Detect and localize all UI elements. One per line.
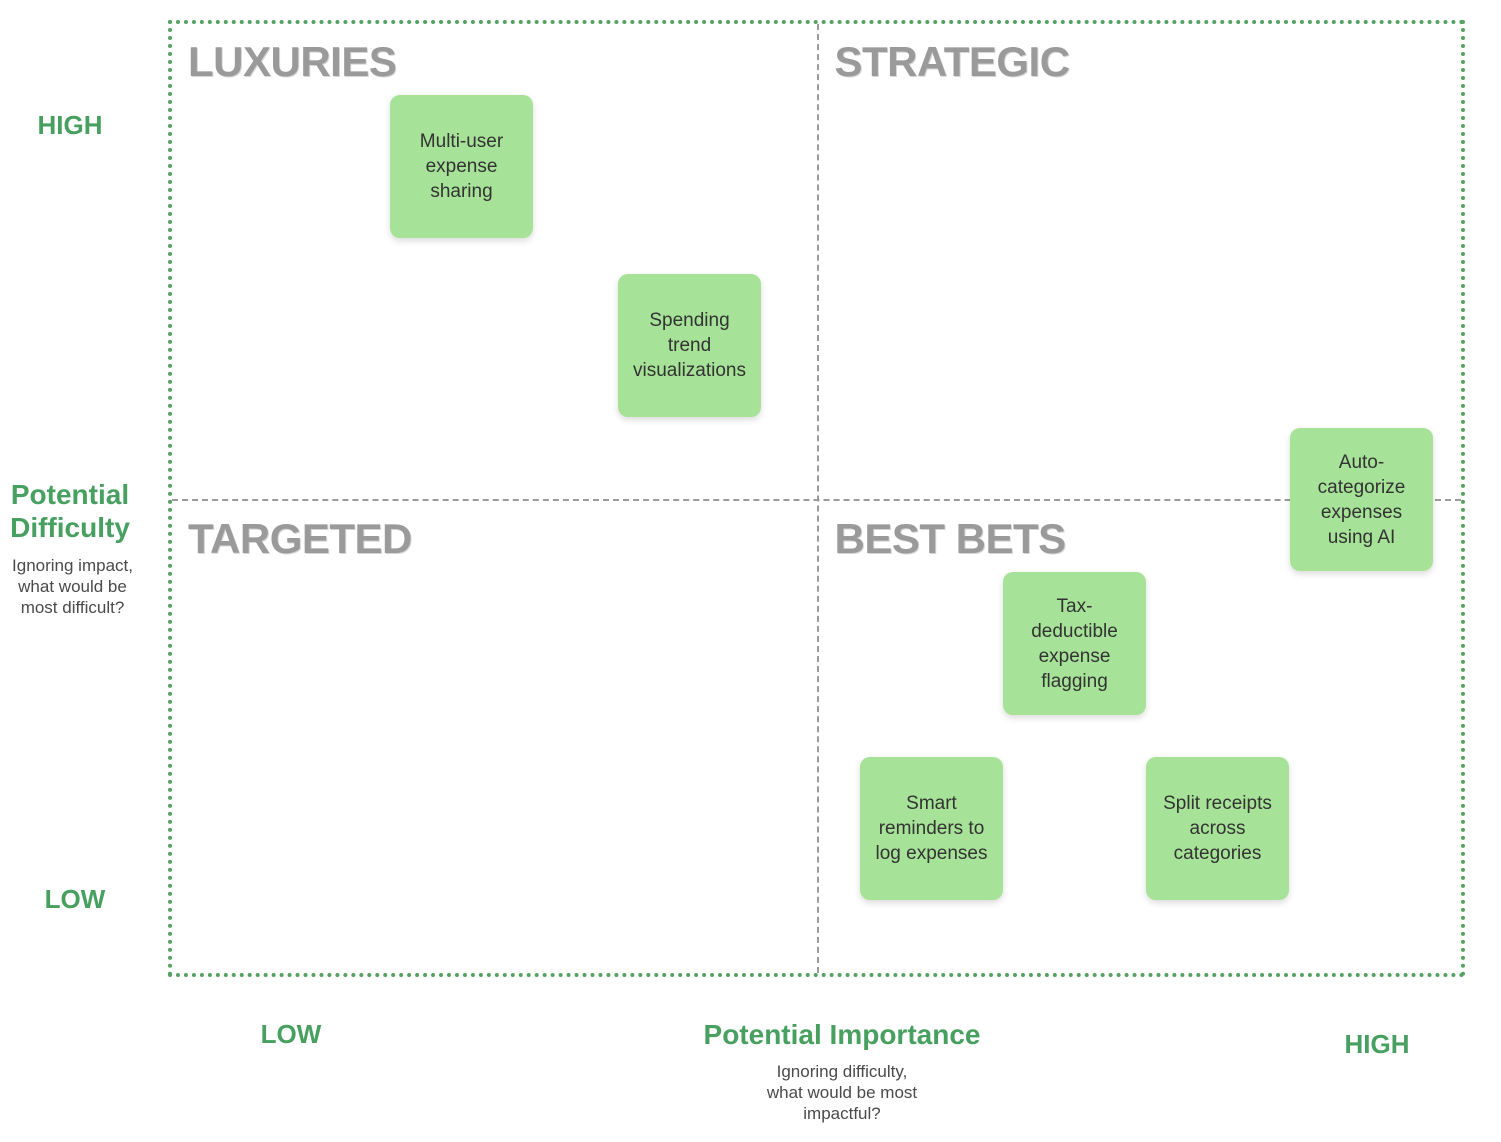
sticky-note[interactable]: Multi-user expense sharing [390, 95, 533, 238]
matrix-grid: LUXURIES STRATEGIC TARGETED BEST BETS [168, 20, 1465, 977]
quadrant-label-luxuries: LUXURIES [188, 38, 397, 85]
sticky-note[interactable]: Smart reminders to log expenses [860, 757, 1003, 900]
quadrant-label-targeted: TARGETED [188, 514, 412, 562]
x-axis-caption: Ignoring difficulty, what would be most … [766, 1062, 918, 1123]
horizontal-divider [172, 498, 1461, 501]
x-axis-low-label: LOW [260, 1019, 322, 1049]
sticky-note[interactable]: Auto-categorize expenses using AI [1290, 428, 1433, 571]
x-axis-high-label: HIGH [1344, 1029, 1410, 1059]
y-axis-low-label: LOW [44, 884, 106, 914]
quadrant-label-best-bets: BEST BETS [834, 514, 1067, 562]
sticky-note[interactable]: Tax-deductible expense flagging [1003, 572, 1146, 715]
quadrant-label-strategic: STRATEGIC [834, 38, 1071, 85]
y-axis-caption: Ignoring impact, what would be most diff… [12, 556, 133, 617]
y-axis-title: Potential Difficulty [10, 479, 130, 543]
sticky-note[interactable]: Spending trend visualizations [618, 274, 761, 417]
y-axis-high-label: HIGH [37, 110, 103, 140]
x-axis-title: Potential Importance [703, 1019, 981, 1050]
sticky-note[interactable]: Split receipts across categories [1146, 757, 1289, 900]
